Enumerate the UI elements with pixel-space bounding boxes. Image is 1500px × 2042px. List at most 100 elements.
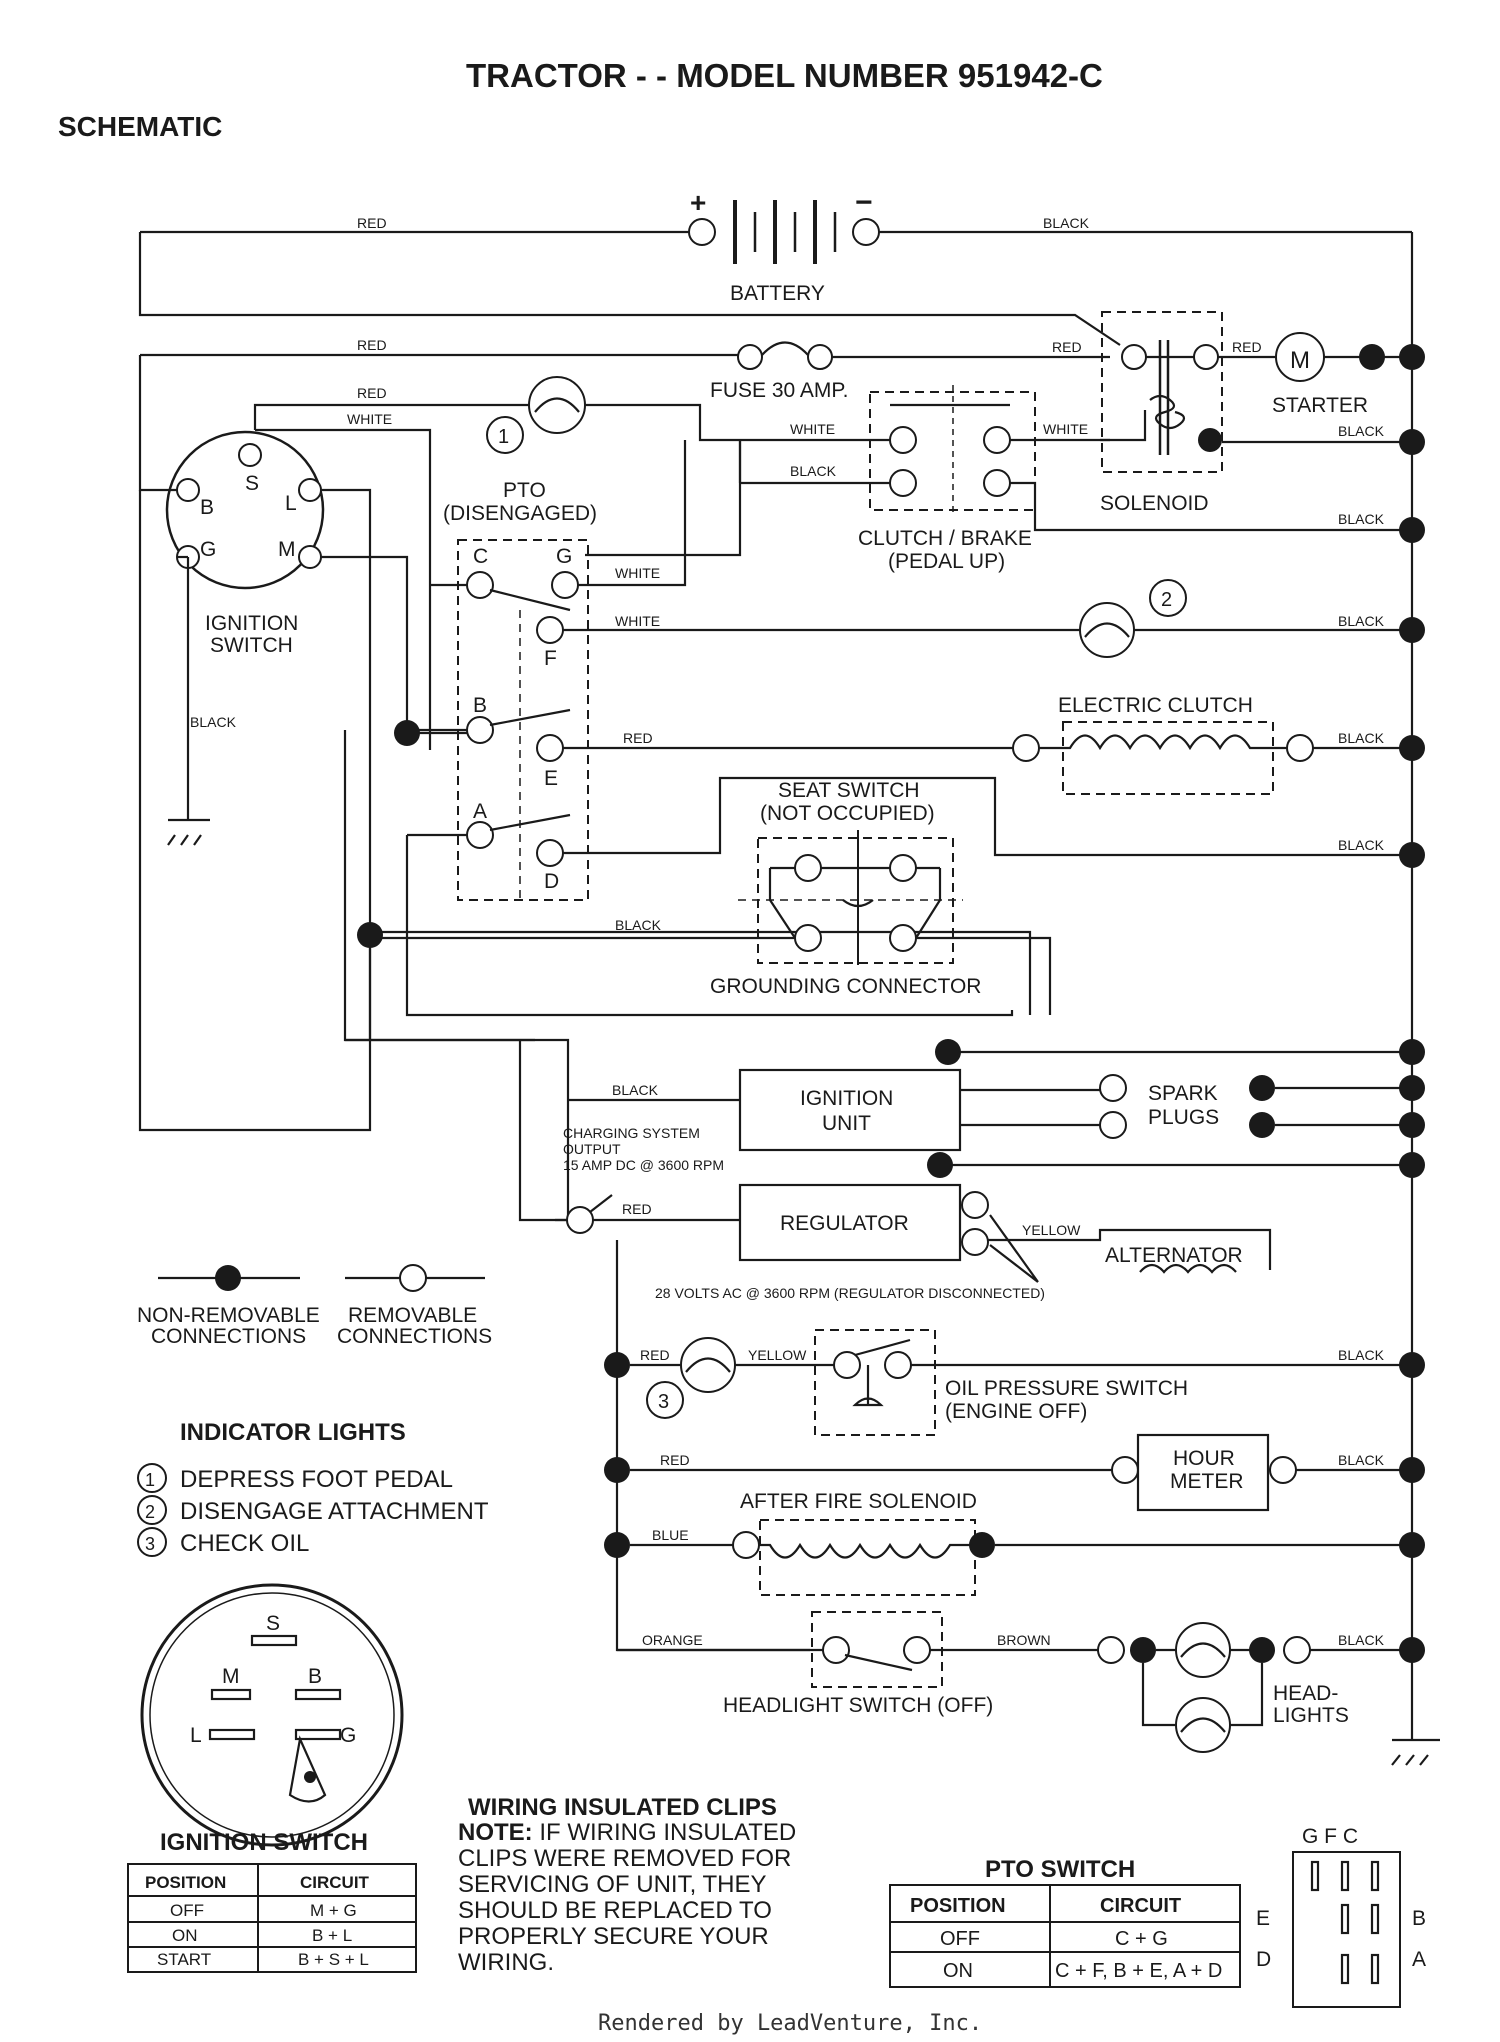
indicator-num-1: 1 xyxy=(145,1470,155,1490)
wire-label-black: BLACK xyxy=(1338,1632,1385,1648)
headlight-switch: HEADLIGHT SWITCH (OFF) ORANGE BROWN xyxy=(617,1611,1098,1717)
ground-junction xyxy=(1399,842,1425,868)
ignition-switch: S B L G M IGNITION SWITCH xyxy=(165,430,325,657)
indicator-lamp-1: 1 RED WHITE xyxy=(253,376,740,454)
wiring-clips-note: WIRING INSULATED CLIPS NOTE: IF WIRING I… xyxy=(458,1794,796,1976)
wire-label-black: BLACK xyxy=(1338,511,1385,527)
ignition-unit: IGNITION UNIT BLACK SPARK PLUGS xyxy=(568,1039,1412,1152)
wire-label-white: WHITE xyxy=(347,411,392,427)
face-l: L xyxy=(190,1724,202,1747)
wire-label-yellow: YELLOW xyxy=(1022,1222,1081,1238)
ignition-table-cell: B + L xyxy=(312,1926,352,1945)
ignition-switch-label: IGNITION xyxy=(205,612,298,635)
pto-face-top: G F C xyxy=(1302,1825,1358,1848)
pto-switch-table: PTO SWITCH POSITION CIRCUIT OFF C + G ON… xyxy=(889,1856,1241,1988)
battery-plus: + xyxy=(690,187,706,218)
indicator-lights-title: INDICATOR LIGHTS xyxy=(180,1419,406,1446)
clutch-brake-switch: WHITE BLACK WHITE BLACK CLUTCH / BRAKE (… xyxy=(740,385,1412,573)
charging-output-label: CHARGING SYSTEM xyxy=(563,1125,700,1141)
alternator-label: ALTERNATOR xyxy=(1105,1244,1243,1267)
wire-label-red: RED xyxy=(1052,339,1082,355)
grounding-connector: BLACK GROUNDING CONNECTOR xyxy=(370,917,981,998)
clips-note-label: NOTE: xyxy=(458,1819,533,1846)
indicator-num-2: 2 xyxy=(145,1502,155,1522)
clips-note-line-2: CLIPS WERE REMOVED FOR xyxy=(458,1845,791,1872)
ignition-table-cell: ON xyxy=(172,1926,198,1945)
clips-note-line-6: WIRING. xyxy=(458,1949,554,1976)
ignition-switch-table: IGNITION SWITCH POSITION CIRCUIT OFF M +… xyxy=(127,1829,417,1973)
pto-table-title: PTO SWITCH xyxy=(985,1856,1135,1883)
junction xyxy=(604,1532,630,1558)
headlight-switch-label: HEADLIGHT SWITCH (OFF) xyxy=(723,1694,993,1717)
ground-junction xyxy=(1399,1039,1425,1065)
indicator-lights-legend: INDICATOR LIGHTS 1 DEPRESS FOOT PEDAL 2 … xyxy=(137,1419,489,1557)
fuse: FUSE 30 AMP. RED RED xyxy=(140,337,1110,402)
indicator-num-3: 3 xyxy=(145,1534,155,1554)
battery-minus: − xyxy=(855,186,873,219)
wire-label-black: BLACK xyxy=(615,917,662,933)
clips-note-line: NOTE: IF WIRING INSULATED xyxy=(458,1819,796,1846)
wire-label-red: RED xyxy=(623,730,653,746)
pto-face-d: D xyxy=(1256,1948,1271,1971)
pto-terminal-b: B xyxy=(473,694,487,717)
wire-label-black: BLACK xyxy=(1338,613,1385,629)
starter-motor-symbol: M xyxy=(1290,347,1310,374)
ground-junction xyxy=(1399,1075,1425,1101)
spark-plugs-label-2: PLUGS xyxy=(1148,1106,1219,1129)
ignition-terminal-s: S xyxy=(245,472,259,495)
ground-junction xyxy=(1399,1532,1425,1558)
wire-label-red: RED xyxy=(357,215,387,231)
indicator-lamp-2: 2 WHITE BLACK xyxy=(563,579,1412,658)
wire-label-black: BLACK xyxy=(790,463,837,479)
ground-junction xyxy=(1399,1352,1425,1378)
wire-label-white: WHITE xyxy=(615,613,660,629)
junction xyxy=(357,922,383,948)
oil-pressure-label: OIL PRESSURE SWITCH xyxy=(945,1377,1188,1400)
pto-table-cell: ON xyxy=(943,1960,973,1982)
ground-junction xyxy=(1399,1112,1425,1138)
wire-label-black: BLACK xyxy=(1043,215,1090,231)
wire-label-black: BLACK xyxy=(1338,1347,1385,1363)
lamp-number-2: 2 xyxy=(1161,589,1172,611)
pto-table-cell: OFF xyxy=(940,1928,980,1950)
ignition-switch-label-2: SWITCH xyxy=(210,634,293,657)
seat-switch: SEAT SWITCH (NOT OCCUPIED) BLACK xyxy=(405,776,1412,1017)
junction xyxy=(604,1352,630,1378)
ignition-table-title: IGNITION SWITCH xyxy=(160,1829,368,1856)
non-removable-connection-symbol xyxy=(215,1265,241,1291)
wire-label-black: BLACK xyxy=(1338,1452,1385,1468)
pto-table-header-position: POSITION xyxy=(910,1895,1006,1917)
face-b: B xyxy=(308,1665,322,1688)
removable-connection-symbol xyxy=(399,1264,427,1292)
spark-plugs-label: SPARK xyxy=(1148,1082,1218,1105)
ground-junction xyxy=(1399,1457,1425,1483)
fuse-label: FUSE 30 AMP. xyxy=(710,379,849,402)
pto-terminal-a: A xyxy=(473,800,487,823)
wire-label-black: BLACK xyxy=(612,1082,659,1098)
after-fire-solenoid: AFTER FIRE SOLENOID BLUE xyxy=(630,1490,1412,1596)
battery: + − BATTERY RED BLACK xyxy=(138,186,1412,346)
pto-table-cell: C + G xyxy=(1115,1928,1168,1950)
wire-label-white: WHITE xyxy=(1043,421,1088,437)
ignition-table-cell: START xyxy=(157,1950,211,1969)
schematic-label: SCHEMATIC xyxy=(58,111,222,142)
clutch-brake-sublabel: (PEDAL UP) xyxy=(888,550,1005,573)
page-title: TRACTOR - - MODEL NUMBER 951942-C xyxy=(466,57,1103,94)
legend-non-removable: NON-REMOVABLE xyxy=(137,1304,320,1327)
ignition-terminal-l: L xyxy=(285,492,297,515)
face-s: S xyxy=(266,1612,280,1635)
seat-switch-sublabel: (NOT OCCUPIED) xyxy=(760,802,935,825)
ignition-terminal-b: B xyxy=(200,496,214,519)
pto-face-b: B xyxy=(1412,1907,1426,1930)
pto-label: PTO xyxy=(503,479,546,502)
wire-label-black: BLACK xyxy=(1338,423,1385,439)
electric-clutch: ELECTRIC CLUTCH RED BLACK xyxy=(563,694,1412,795)
wire-label-black: BLACK xyxy=(1338,837,1385,853)
ignition-terminal-g: G xyxy=(200,538,216,561)
footer-credit: Rendered by LeadVenture, Inc. xyxy=(598,2011,982,2036)
junction xyxy=(604,1457,630,1483)
hour-meter-label: HOUR xyxy=(1173,1447,1235,1470)
headlights-label: HEAD- xyxy=(1273,1682,1338,1705)
ignition-table-header-circuit: CIRCUIT xyxy=(300,1873,370,1892)
legend-removable-2: CONNECTIONS xyxy=(337,1325,492,1348)
